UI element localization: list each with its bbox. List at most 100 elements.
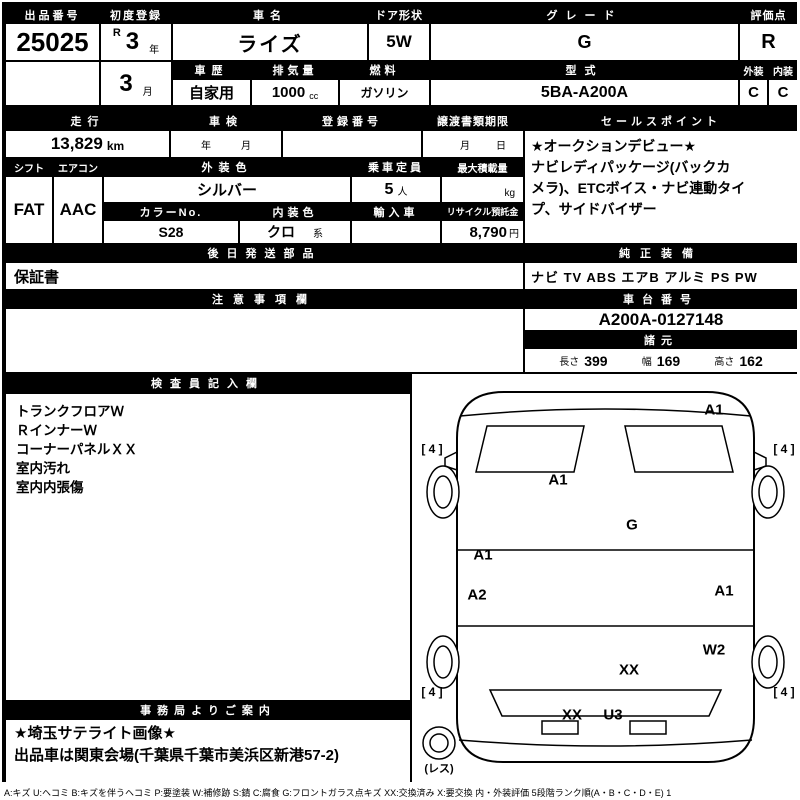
later-parts-value: 保証書	[14, 268, 60, 286]
mileage-unit: km	[106, 139, 125, 153]
inspector-note: トランクフロアＷ	[16, 404, 124, 419]
month-unit: 月	[142, 87, 153, 98]
color-no-header: カラーNo.	[139, 206, 203, 219]
first-registration-year-cell: R 3 年	[101, 24, 171, 60]
chassis-number-header: 車台番号	[623, 294, 699, 306]
model-code-cell: 5BA-A200A	[431, 80, 738, 105]
damage-mark-g-windshield: G	[626, 516, 638, 534]
damage-mark-a1-cowl-left: A1	[548, 471, 568, 489]
wheel-rear-left-inner	[433, 645, 453, 679]
score-value: R	[761, 30, 776, 53]
score-header: 評価点	[750, 10, 787, 22]
rear-bumper-line	[458, 739, 753, 747]
damage-mark-w2-rear-fender-right: W2	[702, 641, 726, 659]
sales-point-header: セールスポイント	[601, 116, 721, 128]
transfer-day-label: 日	[496, 140, 506, 152]
year-unit: 年	[149, 45, 160, 56]
inspection-month-label: 月	[241, 140, 251, 152]
car-name-cell: ライズ	[173, 24, 367, 60]
sales-point-line: メラ)、ETCボイス・ナビ連動タイ	[531, 180, 746, 196]
import-cell	[352, 221, 440, 243]
fuel-header: 燃料	[369, 65, 400, 77]
chassis-number-cell: A200A-0127148	[525, 309, 797, 330]
aircon-cell: AAC	[54, 177, 102, 243]
grade-value: G	[577, 31, 592, 52]
damage-mark-xx-rear-left: XX	[561, 706, 583, 724]
interior-color-header: 内装色	[272, 206, 318, 219]
spare-tire-label: (レス)	[424, 763, 454, 775]
displacement-value: 1000	[271, 84, 306, 101]
lot-number-cell: 25025	[6, 24, 99, 60]
max-load-unit: kg	[504, 188, 515, 199]
shift-header: シフト	[14, 163, 44, 175]
caution-header: 注意事項欄	[212, 294, 317, 306]
capacity-unit: 人	[397, 187, 408, 198]
sales-point-cell: ★オークションデビュー★ ナビレディパッケージ(バックカ メラ)、ETCボイス・…	[525, 131, 797, 243]
interior-color-cell: クロ 系	[240, 221, 350, 243]
door-shape-cell: 5W	[369, 24, 429, 60]
mileage-header: 走行	[70, 116, 105, 128]
capacity-value: 5	[384, 180, 394, 198]
tread-depth-front-left: [ 4 ]	[421, 442, 443, 456]
tread-depth-rear-left: [ 4 ]	[421, 685, 443, 699]
model-code-value: 5BA-A200A	[540, 83, 629, 101]
car-name-header: 車名	[253, 10, 287, 22]
spec-width: 幅 169	[642, 353, 680, 369]
inspector-notes-cell: トランクフロアＷ ＲインナーＷ コーナーパネルＸＸ 室内汚れ 室内内張傷	[6, 394, 410, 700]
exterior-score-cell: C	[740, 80, 767, 105]
rear-window	[488, 689, 723, 717]
inspector-note: ＲインナーＷ	[16, 423, 97, 438]
interior-score-value: C	[777, 84, 789, 101]
sales-point-line: ★オークションデビュー★	[531, 138, 697, 154]
tread-depth-rear-right: [ 4 ]	[773, 685, 795, 699]
interior-color-suffix: 系	[313, 228, 323, 240]
auction-sheet: 出品番号 初度登録 車名 ドア形状 グレード 評価点 25025 R 3 年 ラ…	[2, 2, 797, 783]
equipment-header: 純正装備	[619, 248, 703, 260]
lot-number-header: 出品番号	[24, 10, 81, 22]
grade-header: グレード	[546, 10, 623, 22]
inspector-note: 室内内張傷	[16, 480, 84, 495]
car-top-view-svg	[422, 391, 785, 763]
lot-number-value: 25025	[16, 26, 89, 57]
registration-number-header: 登録番号	[322, 116, 382, 128]
history-value: 自家用	[188, 85, 234, 102]
interior-score-cell: C	[769, 80, 797, 105]
spec-height-label: 高さ	[714, 357, 735, 368]
fuel-cell: ガソリン	[340, 80, 429, 105]
equipment-cell: ナビ TV ABS エアB アルミ PS PW	[525, 263, 797, 289]
max-load-cell: kg	[442, 177, 523, 202]
displacement-unit: cc	[309, 91, 319, 101]
chassis-number-value: A200A-0127148	[598, 309, 724, 329]
grade-cell: G	[431, 24, 738, 60]
interior-header: 内装	[773, 66, 793, 78]
inspection-header: 車検	[209, 116, 243, 128]
transfer-deadline-cell: 月 日	[423, 131, 523, 157]
wheel-front-right-inner	[758, 475, 778, 509]
max-load-header: 最大積載量	[457, 163, 508, 175]
damage-mark-xx-rear-panel: XX	[618, 661, 640, 679]
history-header: 車歴	[194, 65, 229, 77]
damage-mark-u3-rear-center: U3	[603, 706, 623, 724]
transfer-month-label: 月	[460, 140, 470, 152]
sales-point-line: プ、サイドバイザー	[531, 201, 657, 217]
caution-cell	[6, 309, 523, 372]
fuel-value: ガソリン	[360, 86, 409, 100]
office-notice-header: 事務局よりご案内	[140, 705, 276, 717]
interior-color-value: クロ	[267, 224, 295, 240]
capacity-cell: 5 人	[352, 177, 440, 202]
rear-part-right	[629, 720, 667, 735]
mirror-left	[444, 451, 458, 471]
displacement-header: 排気量	[272, 65, 318, 77]
windshield-left	[475, 425, 585, 473]
office-notice-line: 出品車は関東会場(千葉県千葉市美浜区新港57-2)	[14, 747, 340, 764]
recycle-deposit-cell: 8,790 円	[442, 221, 523, 243]
spec-height: 高さ 162	[714, 353, 762, 369]
damage-mark-a1-door-right: A1	[714, 582, 734, 600]
front-bumper-line	[459, 408, 752, 417]
spec-width-label: 幅	[641, 357, 652, 368]
inspection-cell: 年 月	[171, 131, 281, 157]
first-registration-month-cell: 3 月	[101, 62, 171, 105]
spec-length: 長さ 399	[559, 353, 607, 369]
aircon-header: エアコン	[58, 163, 98, 175]
